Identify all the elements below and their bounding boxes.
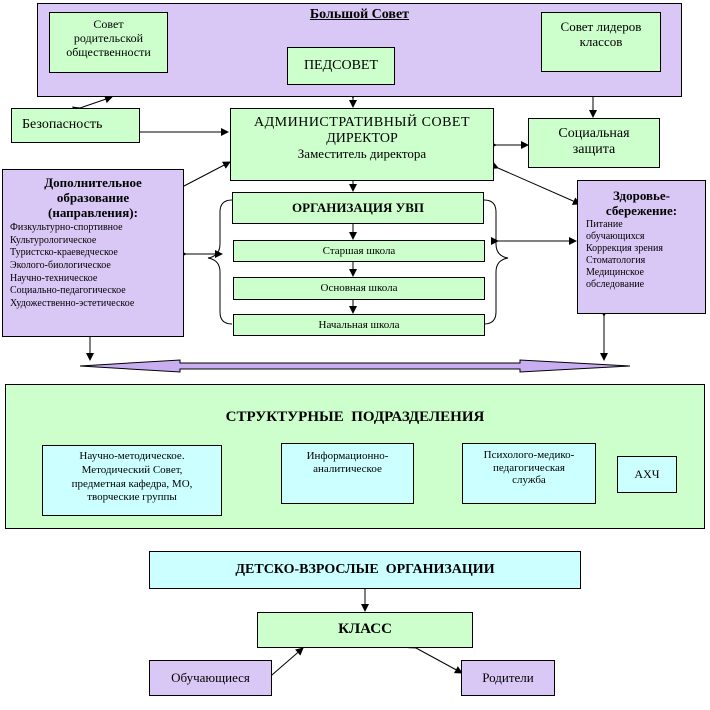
detsko-vzroslye-label: ДЕТСКО-ВЗРОСЛЫЕ ОРГАНИЗАЦИИ — [235, 561, 495, 577]
zdorovye-box: Здоровье- сбережение: Питание обучающихс… — [577, 180, 706, 314]
dop-title-line1: Дополнительное — [44, 175, 142, 190]
nauchno-box: Научно-методическое. Методический Совет,… — [42, 445, 222, 516]
brace-right — [483, 199, 509, 325]
psikhologo-line: Психолого-медико- — [483, 449, 575, 461]
informatsionno-line: Информационно- — [306, 450, 389, 462]
roditeli-label: Родители — [482, 669, 534, 685]
informatsionno-line: аналитическое — [313, 462, 382, 475]
socialnaya-line1: Социальная — [558, 126, 630, 141]
zdorovye-title-line2: сбережение: — [605, 202, 678, 218]
bolshoy-sovet-title: Большой Совет — [309, 7, 410, 22]
psikhologo-line: служба — [512, 474, 546, 487]
nauchno-line: Методический Совет, — [81, 463, 183, 476]
zdorovye-item: Медицинское — [586, 266, 644, 278]
uvp-level-label: Основная школа — [320, 282, 398, 295]
psikhologo-box: Психолого-медико- педагогическая служба — [462, 443, 596, 504]
dop-item: Художественно-эстетическое — [10, 297, 135, 309]
ahch-label: АХЧ — [634, 466, 660, 481]
admin-sovet-box: АДМИНИСТРАТИВНЫЙ СОВЕТ ДИРЕКТОР Заместит… — [230, 108, 494, 181]
pedsovet-box: ПЕДСОВЕТ — [287, 47, 395, 85]
zdorovye-item: Питание — [586, 218, 623, 230]
admin-sovet-line3: Заместитель директора — [297, 146, 427, 162]
admin-sovet-line2: ДИРЕКТОР — [326, 131, 398, 147]
arrow-admin-zdorovye — [489, 161, 581, 205]
uvp-title-box: ОРГАНИЗАЦИЯ УВП — [232, 192, 484, 224]
sovet-roditelskoy-line1: Совет — [93, 17, 124, 31]
dop-item: Эколого-биологическое — [10, 259, 111, 271]
sovet-roditelskoy-line2: родительской — [73, 30, 144, 45]
sovet-liderov-box: Совет лидеров классов — [541, 12, 661, 72]
dop-item: Социально-педагогическое — [10, 285, 126, 297]
sovet-liderov-line2: классов — [579, 33, 623, 49]
klass-label: КЛАСС — [338, 621, 392, 638]
dop-item: Физкультурно-спортивное — [10, 221, 123, 233]
zdorovye-item: Стоматология — [586, 254, 646, 266]
uvp-level-label: Начальная школа — [318, 318, 400, 331]
nauchno-line: творческие группы — [87, 491, 177, 504]
uvp-level-nachalnaya: Начальная школа — [233, 314, 485, 336]
nauchno-line: Научно-методическое. — [79, 450, 185, 462]
arrow-admin-dop — [175, 161, 231, 193]
uvp-title: ОРГАНИЗАЦИЯ УВП — [292, 199, 424, 215]
zdorovye-item: обучающихся — [586, 230, 645, 242]
zdorovye-title-line1: Здоровье- — [612, 188, 670, 203]
sovet-roditelskoy-box: Совет родительской общественности — [49, 12, 168, 73]
dop-title-line3: (направления): — [48, 204, 138, 220]
arrow-bolshoy-bezopasnost — [72, 95, 113, 115]
zdorovye-item: обследование — [586, 278, 645, 290]
socialnaya-zashchita-box: Социальная защита — [528, 118, 660, 168]
sovet-roditelskoy-line3: общественности — [66, 44, 151, 59]
pedsovet-label: ПЕДСОВЕТ — [303, 58, 379, 73]
dop-item: Научно-техническое — [10, 272, 98, 284]
dop-obrazovanie-box: Дополнительное образование (направления)… — [2, 169, 184, 337]
arrow-klass-roditeli — [407, 641, 463, 674]
nauchno-line: предметная кафедра, МО, — [71, 477, 193, 490]
uvp-level-label: Старшая школа — [322, 244, 396, 257]
dop-item: Культурологическое — [10, 234, 97, 246]
detsko-vzroslye-box: ДЕТСКО-ВЗРОСЛЫЕ ОРГАНИЗАЦИИ — [149, 551, 581, 589]
bezopasnost-box: Безопасность — [11, 108, 140, 143]
zdorovye-item: Коррекция зрения — [586, 242, 663, 254]
strukturnye-title: СТРУКТУРНЫЕ ПОДРАЗДЕЛЕНИЯ — [225, 409, 485, 425]
bezopasnost-label: Безопасность — [22, 117, 103, 133]
arrow-band — [79, 359, 631, 373]
klass-box: КЛАСС — [257, 612, 473, 648]
dop-items-list: Физкультурно-спортивное Культурологическ… — [3, 222, 183, 311]
dop-title-line2: образование — [56, 189, 130, 205]
zdorovye-items-list: Питание обучающихся Коррекция зрения Сто… — [578, 219, 705, 291]
obuchayushchiesya-box: Обучающиеся — [149, 660, 272, 696]
dop-item: Туристско-краеведческое — [10, 247, 118, 259]
sovet-liderov-line1: Совет лидеров — [560, 19, 642, 34]
brace-left — [207, 199, 233, 325]
admin-sovet-line1: АДМИНИСТРАТИВНЫЙ СОВЕТ — [253, 115, 471, 130]
socialnaya-line2: защита — [572, 142, 616, 158]
uvp-level-osnovnaya: Основная школа — [233, 277, 485, 300]
roditeli-box: Родители — [461, 660, 555, 696]
ahch-box: АХЧ — [617, 456, 677, 493]
informatsionno-box: Информационно- аналитическое — [281, 443, 414, 504]
psikhologo-line: педагогическая — [493, 461, 565, 474]
obuchayushchiesya-label: Обучающиеся — [171, 669, 250, 685]
uvp-level-starshaya: Старшая школа — [233, 240, 485, 262]
